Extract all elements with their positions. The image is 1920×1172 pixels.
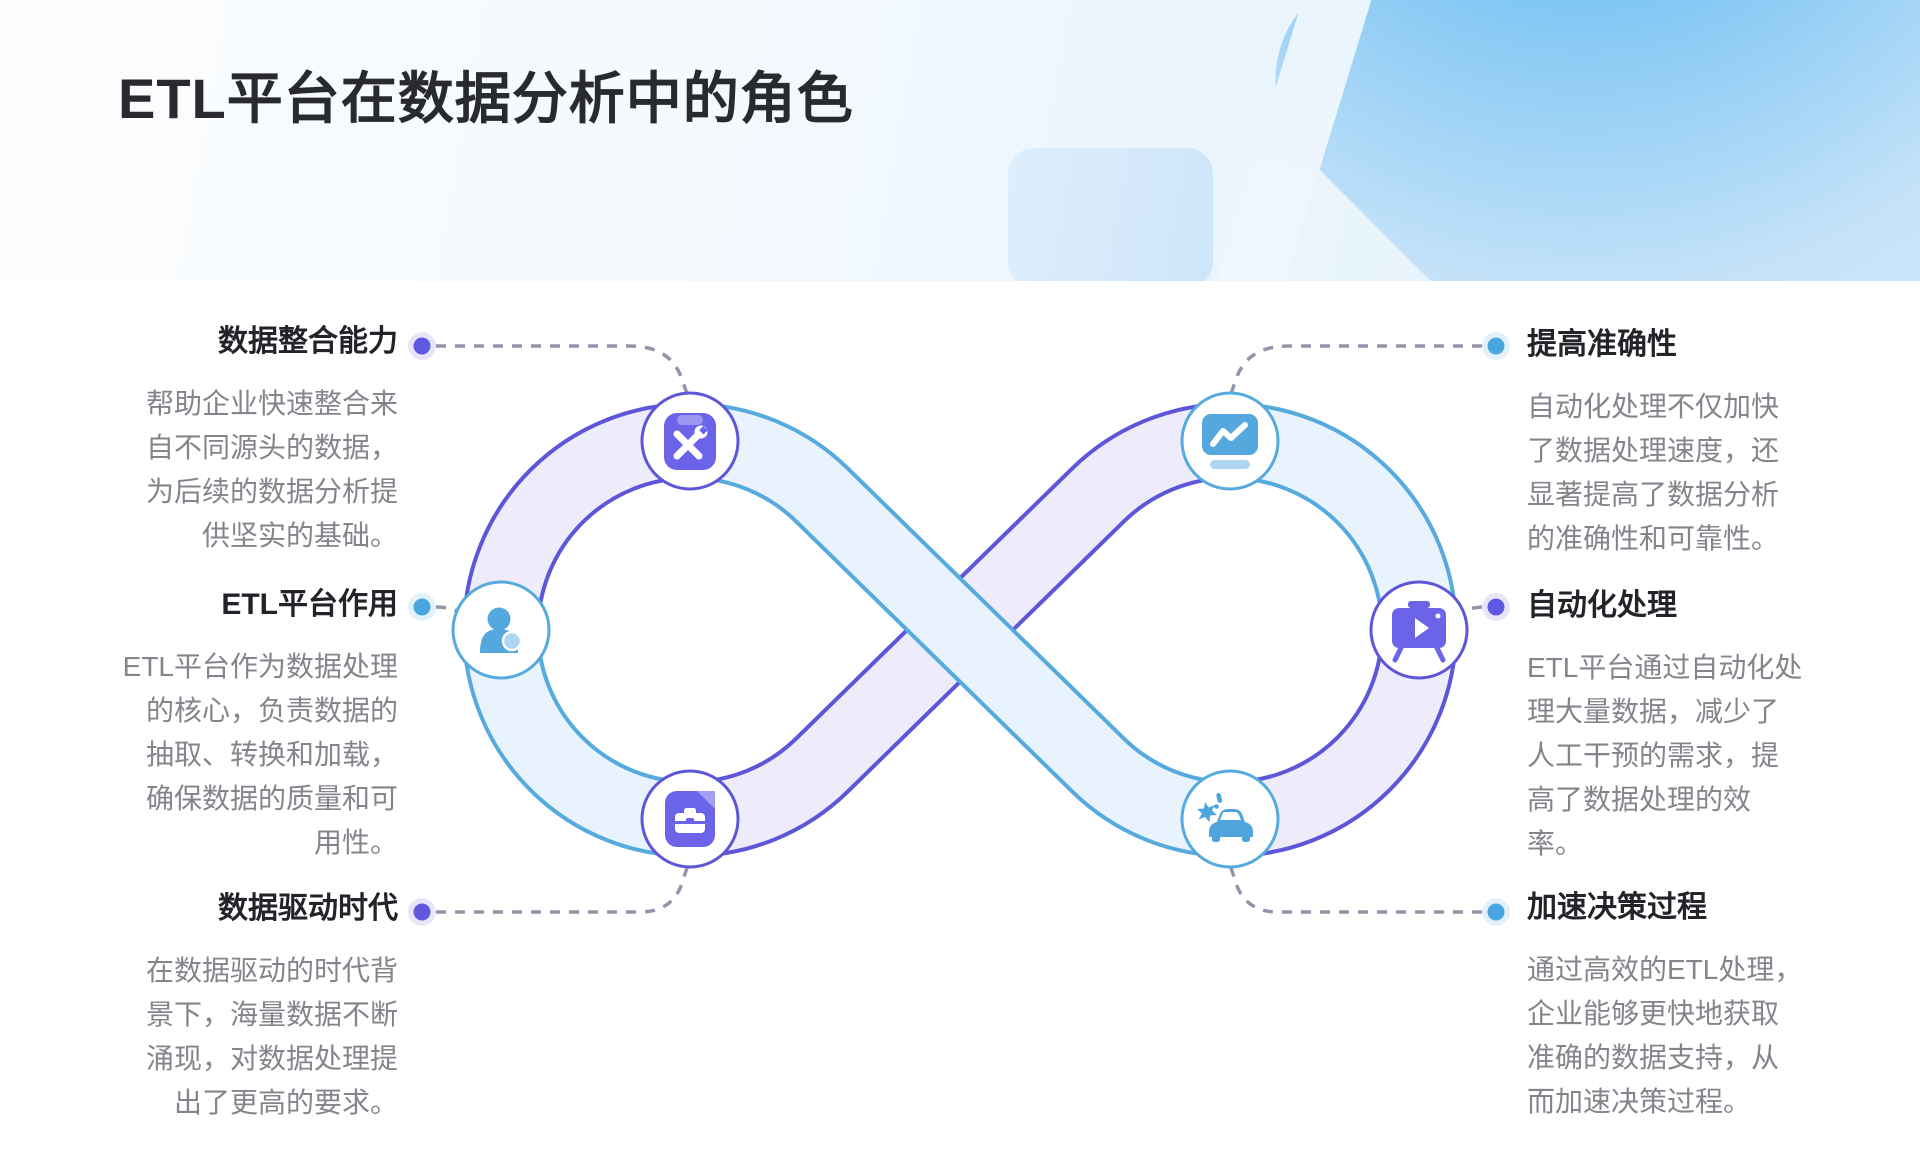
feature-heading: 数据驱动时代 xyxy=(218,892,398,925)
infinity-ribbon xyxy=(462,402,1458,858)
chart-monitor-icon xyxy=(1180,391,1280,491)
header-band xyxy=(0,0,1920,281)
feature-heading: 自动化处理 xyxy=(1527,589,1677,622)
feature-body: 在数据驱动的时代背 景下，海量数据不断 涌现，对数据处理提 出了更高的要求。 xyxy=(145,955,398,1118)
feature-heading: ETL平台作用 xyxy=(221,588,398,621)
page-title: ETL平台在数据分析中的角色 xyxy=(118,67,854,130)
feature-data-driven-era: 数据驱动时代 在数据驱动的时代背 景下，海量数据不断 涌现，对数据处理提 出了更… xyxy=(96,889,398,1125)
feature-body: ETL平台通过自动化处 理大量数据，减少了 人工干预的需求，提 高了数据处理的效… xyxy=(1527,652,1803,859)
feature-heading: 提高准确性 xyxy=(1527,328,1677,361)
feature-automation: 自动化处理 ETL平台通过自动化处 理大量数据，减少了 人工干预的需求，提 高了… xyxy=(1527,586,1829,866)
feature-data-integration: 数据整合能力 帮助企业快速整合来 自不同源头的数据， 为后续的数据分析提 供坚实… xyxy=(96,322,398,558)
connector-dots xyxy=(408,332,1510,926)
decor-rounded-card xyxy=(1008,148,1213,281)
connector-accuracy xyxy=(1228,344,1482,398)
feature-etl-role: ETL平台作用 ETL平台作为数据处理 的核心，负责数据的 抽取、转换和加载， … xyxy=(96,585,398,865)
feature-body: ETL平台作为数据处理 的核心，负责数据的 抽取、转换和加载， 确保数据的质量和… xyxy=(122,651,398,858)
connector-data-driven-era xyxy=(436,867,689,914)
dot-decision-speed xyxy=(1482,898,1510,926)
dot-accuracy xyxy=(1482,332,1510,360)
feature-body: 自动化处理不仅加快 了数据处理速度，还 显著提高了数据分析 的准确性和可靠性。 xyxy=(1527,391,1780,554)
feature-body: 帮助企业快速整合来 自不同源头的数据， 为后续的数据分析提 供坚实的基础。 xyxy=(145,388,398,551)
dot-data-integration xyxy=(408,332,436,360)
car-alert-icon xyxy=(1180,769,1280,869)
dot-etl-role xyxy=(408,593,436,621)
dot-automation xyxy=(1482,593,1510,621)
archive-document-icon xyxy=(640,769,740,869)
feature-decision-speed: 加速决策过程 通过高效的ETL处理， 企业能够更快地获取 准确的数据支持，从 而… xyxy=(1527,888,1829,1124)
feature-heading: 加速决策过程 xyxy=(1527,891,1707,924)
feature-heading: 数据整合能力 xyxy=(218,325,398,358)
presentation-board-icon xyxy=(1369,580,1469,680)
dot-data-driven-era xyxy=(408,898,436,926)
feature-body: 通过高效的ETL处理， 企业能够更快地获取 准确的数据支持，从 而加速决策过程。 xyxy=(1527,954,1803,1117)
clipboard-tools-icon xyxy=(640,391,740,491)
connector-decision-speed xyxy=(1229,867,1482,914)
connector-data-integration xyxy=(436,344,690,398)
user-search-icon xyxy=(451,580,551,680)
feature-accuracy: 提高准确性 自动化处理不仅加快 了数据处理速度，还 显著提高了数据分析 的准确性… xyxy=(1527,325,1829,561)
